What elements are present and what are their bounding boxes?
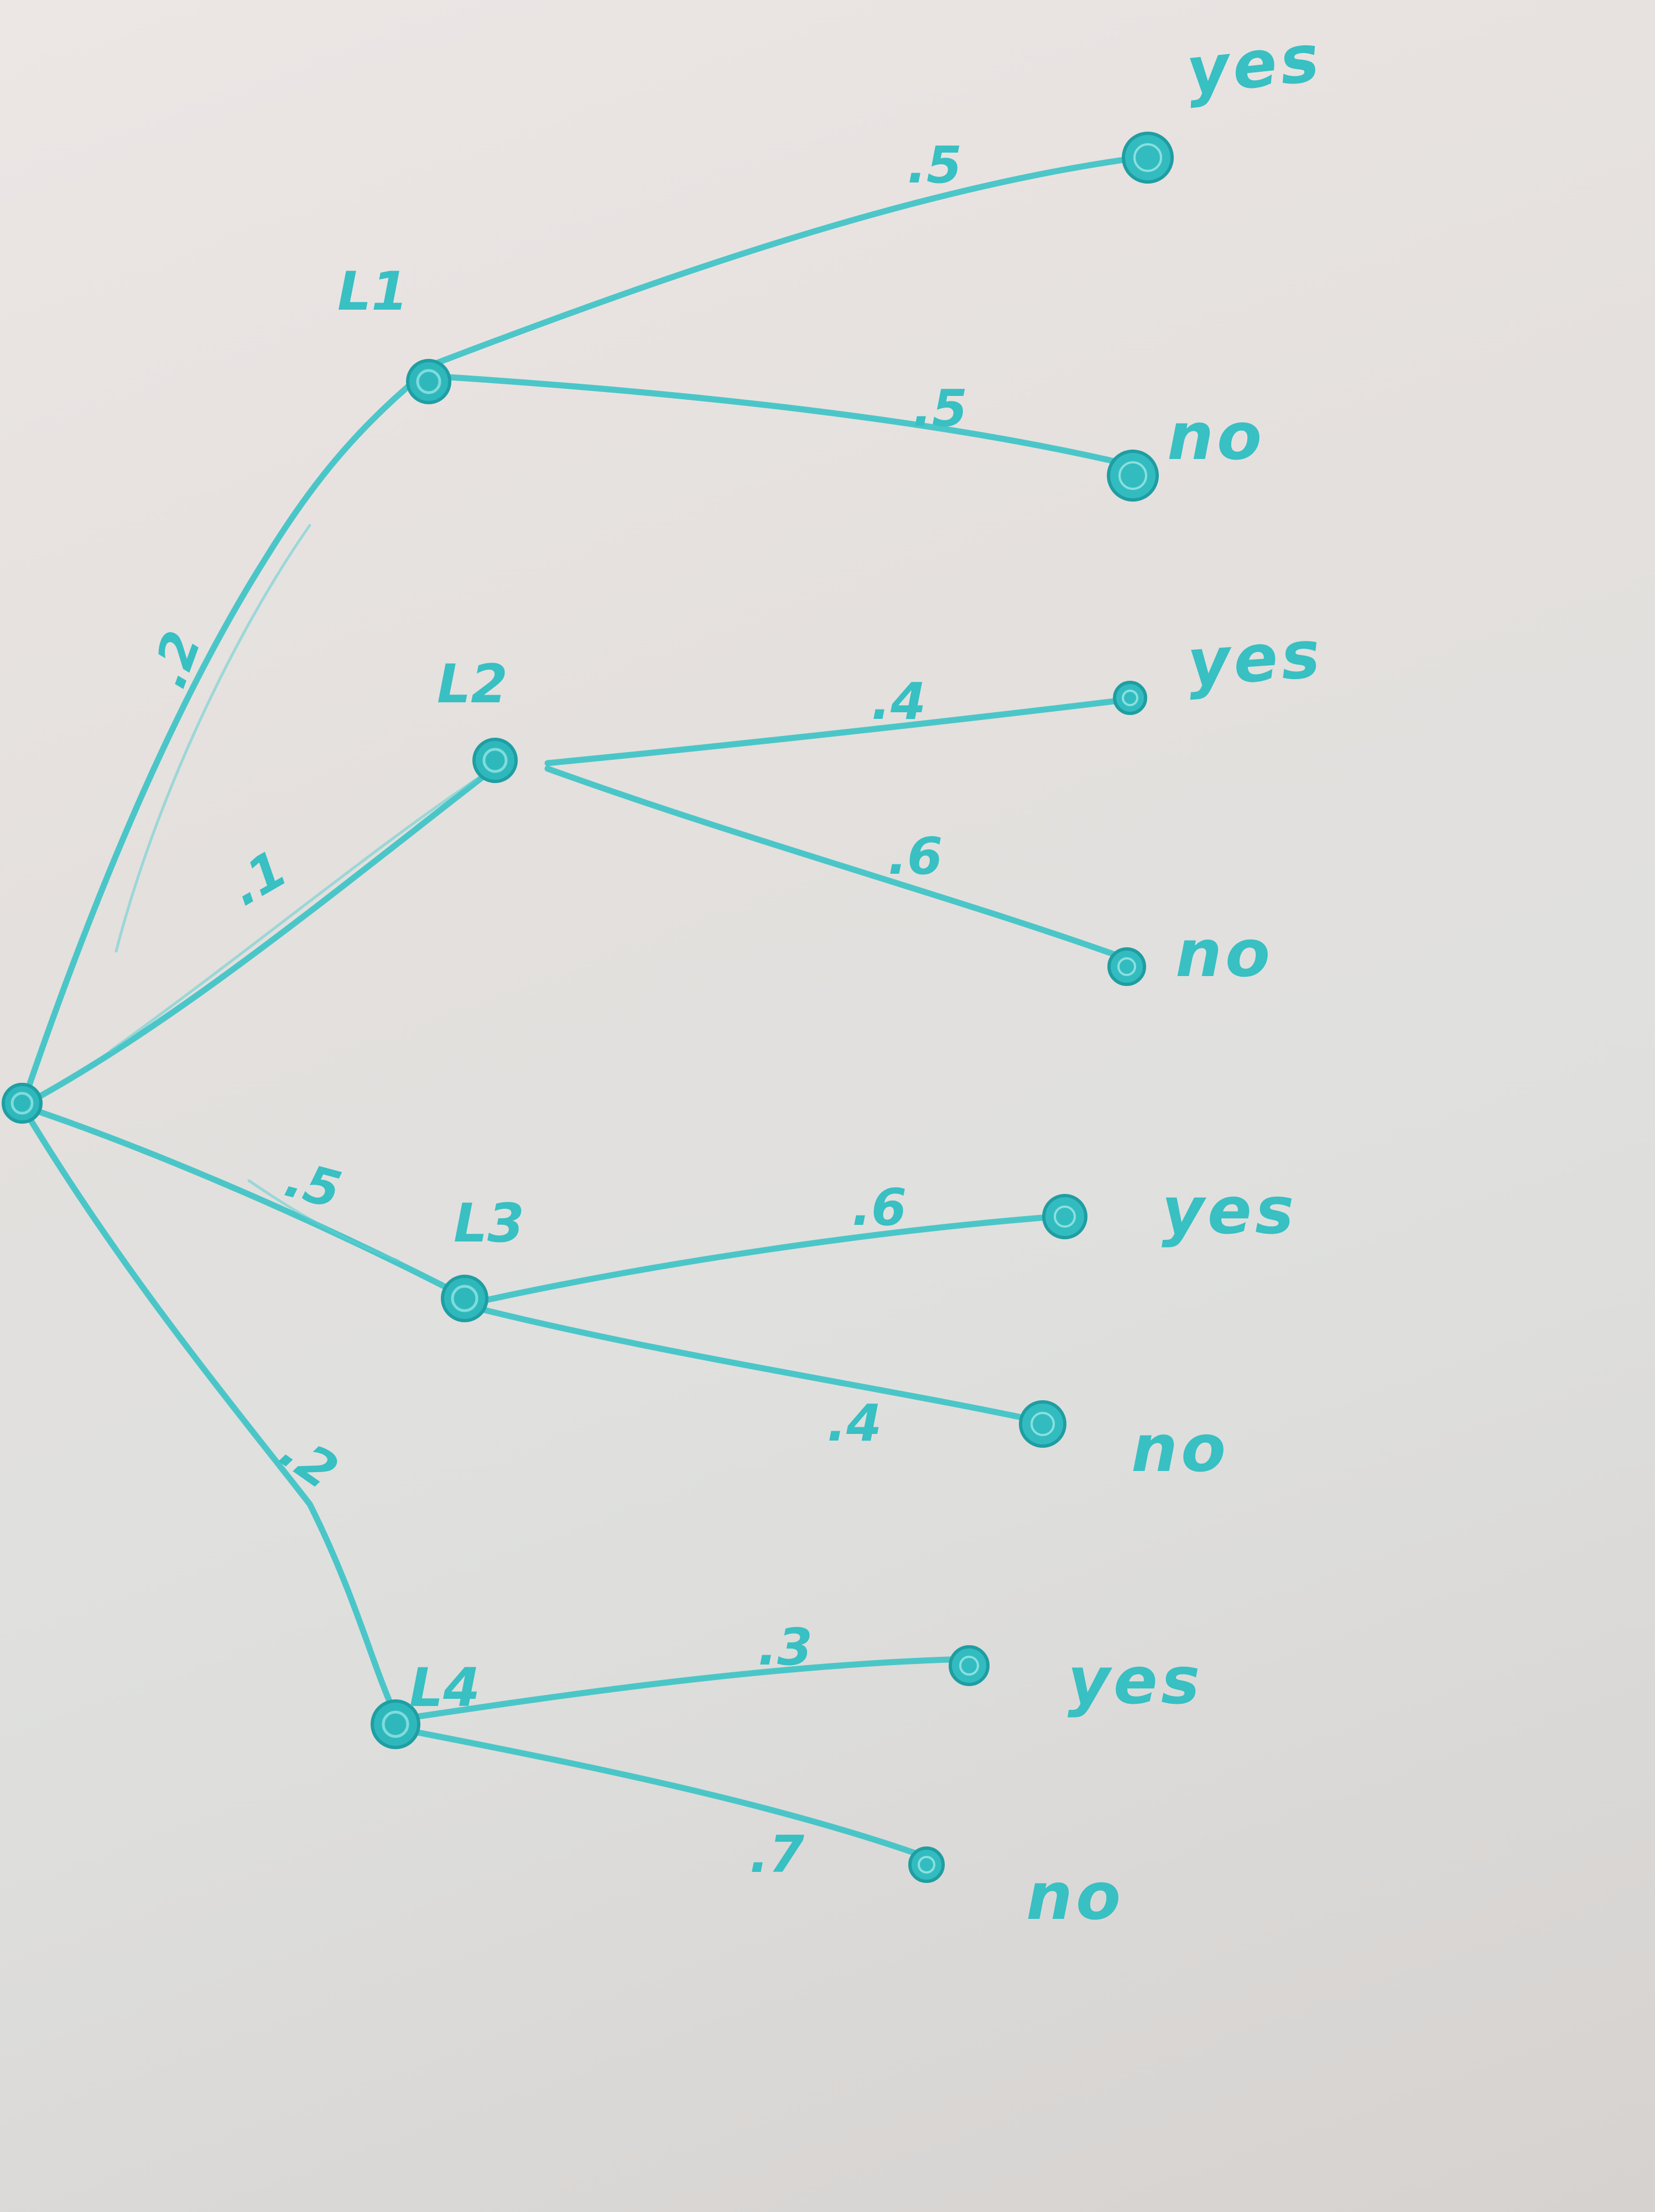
edge-L3-no — [472, 1305, 1043, 1425]
prob-L3-no: .4 — [827, 1394, 882, 1453]
leaf-dot-L1-no — [1107, 450, 1159, 502]
node-labels: L1 L2 L3 L4 — [337, 260, 524, 1719]
edge-L4-no — [392, 1725, 933, 1861]
node-label-L4: L4 — [409, 1657, 480, 1719]
prob-root-L4: .2 — [269, 1421, 348, 1501]
node-label-L1: L1 — [337, 260, 408, 322]
node-L1 — [406, 359, 451, 404]
node-L4 — [371, 1699, 420, 1749]
outcome-L4-no: no — [1026, 1858, 1124, 1934]
leaf-dot-L4-yes — [949, 1645, 990, 1686]
outcome-L2-yes: yes — [1185, 615, 1325, 701]
leaf-edges — [392, 154, 1143, 1861]
prob-L1-yes: .5 — [907, 135, 962, 195]
leaf-dot-L3-no — [1019, 1400, 1066, 1448]
edge-root-L1 — [19, 373, 424, 1109]
prob-L4-yes: .3 — [758, 1618, 813, 1677]
edge-L2-yes — [544, 696, 1132, 766]
prob-root-L2: .1 — [220, 839, 297, 917]
root-branch-probabilities: .2 .1 .5 .2 — [138, 624, 348, 1501]
edge-L2-no — [544, 765, 1132, 963]
root-node — [2, 1083, 43, 1124]
outcome-L3-yes: yes — [1162, 1172, 1297, 1249]
leaf-dot-L1-yes — [1122, 132, 1174, 184]
edge-L1-no — [428, 373, 1132, 468]
prob-root-L1: .2 — [138, 624, 212, 696]
node-label-L3: L3 — [454, 1192, 524, 1254]
leaf-branch-probabilities: .5 .5 .4 .6 .6 .4 .3 .7 — [750, 135, 967, 1884]
leaf-dot-L4-no — [908, 1846, 945, 1883]
leaf-dot-L2-yes — [1113, 681, 1147, 715]
prob-L2-yes: .4 — [871, 672, 926, 731]
prob-L2-no: .6 — [888, 827, 943, 886]
outcome-L3-no: no — [1131, 1410, 1229, 1486]
outcome-labels: yes no yes no yes no yes no — [1026, 19, 1326, 1934]
outcome-L4-yes: yes — [1068, 1642, 1203, 1719]
edge-root-L4 — [19, 1103, 396, 1712]
root-edges — [19, 373, 504, 1712]
edge-L3-yes — [472, 1213, 1060, 1306]
edge-root-L2 — [19, 760, 504, 1109]
outcome-L1-yes: yes — [1183, 19, 1326, 109]
node-L3 — [441, 1275, 488, 1322]
prob-L1-no: .5 — [913, 379, 967, 438]
node-L2 — [472, 738, 518, 783]
outcome-L1-no: no — [1167, 398, 1265, 474]
prob-L3-yes: .6 — [852, 1178, 907, 1237]
edge-L4-yes — [392, 1656, 969, 1723]
edge-root-L3 — [19, 1103, 468, 1300]
leaf-dot-L3-yes — [1042, 1194, 1087, 1239]
leaf-dot-L2-no — [1107, 947, 1146, 986]
node-label-L2: L2 — [437, 653, 508, 715]
outcome-L2-no: no — [1175, 915, 1273, 992]
leaf-dots — [908, 132, 1174, 1883]
edge-L1-yes — [428, 154, 1143, 368]
prob-L4-no: .7 — [750, 1825, 804, 1884]
